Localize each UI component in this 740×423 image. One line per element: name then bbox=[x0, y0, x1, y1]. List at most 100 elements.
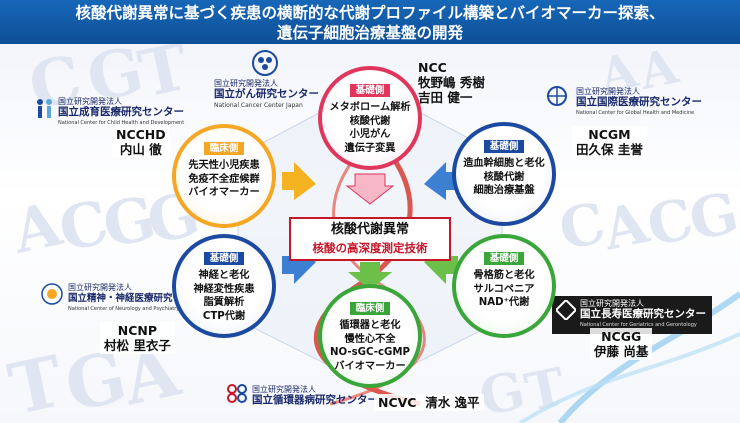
ncchd-english: National Center for Child Health and Dev… bbox=[58, 120, 185, 126]
circle-line: 慢性心不全 bbox=[344, 333, 396, 345]
circle-ncchd: 臨床側 先天性小児疾患 免疫不全症候群 バイオマーカー bbox=[172, 124, 276, 228]
central-theme-title: 核酸代謝異常 bbox=[330, 222, 409, 237]
institution-ncgg: 国立研究開発法人 国立長寿医療研究センター National Center fo… bbox=[552, 296, 712, 334]
ncc-person-1: 牧野嶋 秀樹 bbox=[418, 75, 485, 90]
person-ncc: NCC 牧野嶋 秀樹 吉田 健一 bbox=[418, 60, 485, 105]
circle-header: 臨床側 bbox=[203, 142, 245, 155]
ncc-code: NCC bbox=[418, 60, 447, 75]
circle-line: CTP代謝 bbox=[202, 310, 246, 322]
circle-line: バイオマーカー bbox=[334, 360, 406, 372]
circle-line: バイオマーカー bbox=[188, 187, 260, 198]
person-ncnp: NCNP 村松 里衣子 bbox=[100, 322, 175, 354]
circle-line: 小児がん bbox=[349, 129, 391, 140]
ncvc-name: 国立循環器病研究センター bbox=[252, 394, 378, 406]
ncc-person-2: 吉田 健一 bbox=[418, 90, 473, 105]
ncgm-english: National Center for Global Health and Me… bbox=[576, 110, 695, 116]
arrow-ncnp bbox=[282, 246, 316, 284]
circle-line: 遺伝子変異 bbox=[344, 142, 396, 154]
circle-header: 基礎側 bbox=[203, 252, 245, 265]
circle-lines: 先天性小児疾患 免疫不全症候群 バイオマーカー bbox=[176, 159, 272, 200]
ncnp-name: 国立精神・神経医療研究センター bbox=[68, 293, 211, 304]
circle-line: 神経変性疾患 bbox=[193, 283, 255, 295]
ncnp-person: 村松 里衣子 bbox=[104, 338, 171, 353]
dna-strand-blue-2 bbox=[518, 332, 740, 423]
ncc-english: National Cancer Center Japan bbox=[214, 102, 303, 109]
circle-line: 脂質解析 bbox=[203, 297, 245, 308]
ncgg-name: 国立長寿医療研究センター bbox=[580, 308, 706, 320]
ncgm-prefix: 国立研究開発法人 bbox=[576, 87, 640, 96]
ncgm-code: NCGM bbox=[588, 127, 631, 142]
central-theme-box: 核酸代謝異常 核酸の高深度測定技術 bbox=[289, 217, 451, 261]
circle-ncc: 基礎側 メタボローム解析 核酸代謝 小児がん 遺伝子変異 bbox=[318, 66, 422, 170]
circle-line: NO-sGC-cGMP bbox=[330, 347, 410, 358]
ncchd-person: 内山 徹 bbox=[119, 142, 162, 157]
title-banner: 核酸代謝異常に基づく疾患の横断的な代謝プロファイル構築とバイオマーカー探索、 遺… bbox=[0, 0, 740, 44]
ncgm-logo-icon bbox=[547, 86, 567, 106]
circle-header: 臨床側 bbox=[349, 302, 391, 315]
circle-lines: 造血幹細胞と老化 核酸代謝 細胞治療基盤 bbox=[456, 157, 552, 198]
circle-line: メタボローム解析 bbox=[329, 102, 411, 113]
ncgg-code: NCGG bbox=[601, 329, 642, 344]
circle-lines: 循環器と老化 慢性心不全 NO-sGC-cGMP バイオマーカー bbox=[322, 319, 418, 373]
ncvc-code: NCVC bbox=[378, 395, 417, 410]
ncnp-code: NCNP bbox=[117, 323, 158, 338]
ncchd-logo-icon bbox=[37, 99, 52, 118]
arrow-ncc-down bbox=[345, 173, 395, 205]
institution-ncc: 国立研究開発法人 国立がん研究センター National Cancer Cent… bbox=[214, 50, 319, 111]
circle-header: 基礎側 bbox=[349, 84, 391, 97]
arrow-ncgg bbox=[424, 246, 458, 284]
ncchd-code: NCCHD bbox=[116, 127, 166, 142]
circle-line: 核酸代謝 bbox=[349, 115, 391, 127]
circle-header: 基礎側 bbox=[483, 140, 525, 153]
person-ncgg: NCGG 伊藤 尚基 bbox=[590, 328, 653, 360]
ncvc-person: 清水 逸平 bbox=[425, 395, 480, 410]
circle-line: 骨格筋と老化 bbox=[473, 270, 535, 281]
ncnp-english: National Center of Neurology and Psychia… bbox=[68, 306, 180, 312]
title-line-1: 核酸代謝異常に基づく疾患の横断的な代謝プロファイル構築とバイオマーカー探索、 bbox=[75, 4, 665, 22]
ncgg-person: 伊藤 尚基 bbox=[594, 344, 649, 359]
institution-ncgm: 国立研究開発法人 国立国際医療研究センター National Center fo… bbox=[542, 86, 702, 119]
circle-lines: 神経と老化 神経変性疾患 脂質解析 CTP代謝 bbox=[176, 269, 272, 323]
circle-line: 細胞治療基盤 bbox=[473, 185, 535, 196]
title-line-2: 遺伝子細胞治療基盤の開発 bbox=[276, 24, 463, 42]
ncvc-logo-icon bbox=[227, 384, 247, 403]
arrow-ncvc bbox=[348, 262, 392, 290]
circle-ncgm: 基礎側 造血幹細胞と老化 核酸代謝 細胞治療基盤 bbox=[452, 122, 556, 226]
circle-header: 基礎側 bbox=[483, 252, 525, 265]
circle-lines: 骨格筋と老化 サルコペニア NAD⁺代謝 bbox=[456, 269, 552, 310]
ncnp-prefix: 国立研究開発法人 bbox=[68, 283, 132, 292]
diagram-stage: C G T A C G G T G A C A C G A A G T 国立研究… bbox=[0, 44, 740, 423]
circle-line: 免疫不全症候群 bbox=[188, 173, 260, 185]
circle-ncgg: 基礎側 骨格筋と老化 サルコペニア NAD⁺代謝 bbox=[452, 234, 556, 338]
arrow-ncgm bbox=[424, 162, 458, 200]
ncgm-name: 国立国際医療研究センター bbox=[576, 96, 702, 108]
ncc-name: 国立がん研究センター bbox=[214, 88, 319, 100]
person-ncvc: NCVC 清水 逸平 bbox=[374, 394, 484, 411]
circle-line: 核酸代謝 bbox=[483, 171, 525, 183]
ncvc-prefix: 国立研究開発法人 bbox=[252, 385, 316, 394]
arrow-ncchd bbox=[282, 162, 316, 200]
ncchd-name: 国立成育医療研究センター bbox=[58, 106, 184, 118]
circle-line: 先天性小児疾患 bbox=[188, 160, 260, 171]
ncgg-prefix: 国立研究開発法人 bbox=[580, 299, 644, 308]
person-ncchd: NCCHD 内山 徹 bbox=[112, 126, 170, 158]
circle-ncnp: 基礎側 神経と老化 神経変性疾患 脂質解析 CTP代謝 bbox=[172, 234, 276, 338]
central-theme-subtitle: 核酸の高深度測定技術 bbox=[312, 241, 428, 255]
circle-line: NAD⁺代謝 bbox=[478, 297, 530, 308]
ncc-logo-icon bbox=[252, 50, 278, 76]
person-ncgm: NCGM 田久保 圭誉 bbox=[572, 126, 647, 158]
institution-ncvc: 国立研究開発法人 国立循環器病研究センター bbox=[226, 384, 378, 406]
institution-ncnp: 国立研究開発法人 国立精神・神経医療研究センター National Center… bbox=[40, 282, 211, 315]
ncchd-prefix: 国立研究開発法人 bbox=[58, 97, 122, 106]
circle-line: 循環器と老化 bbox=[339, 320, 401, 331]
circle-lines: メタボローム解析 核酸代謝 小児がん 遺伝子変異 bbox=[322, 101, 418, 155]
ncc-prefix: 国立研究開発法人 bbox=[214, 79, 278, 88]
institution-ncchd: 国立研究開発法人 国立成育医療研究センター National Center fo… bbox=[36, 96, 184, 129]
ncgm-person: 田久保 圭誉 bbox=[576, 142, 643, 157]
circle-line: 造血幹細胞と老化 bbox=[463, 158, 545, 169]
ncgg-logo-icon bbox=[556, 300, 576, 320]
ncgg-english: National Center for Geriatrics and Geron… bbox=[580, 322, 697, 328]
ncnp-logo-icon bbox=[41, 283, 63, 305]
circle-line: 神経と老化 bbox=[198, 270, 250, 281]
circle-ncvc: 臨床側 循環器と老化 慢性心不全 NO-sGC-cGMP バイオマーカー bbox=[318, 284, 422, 388]
